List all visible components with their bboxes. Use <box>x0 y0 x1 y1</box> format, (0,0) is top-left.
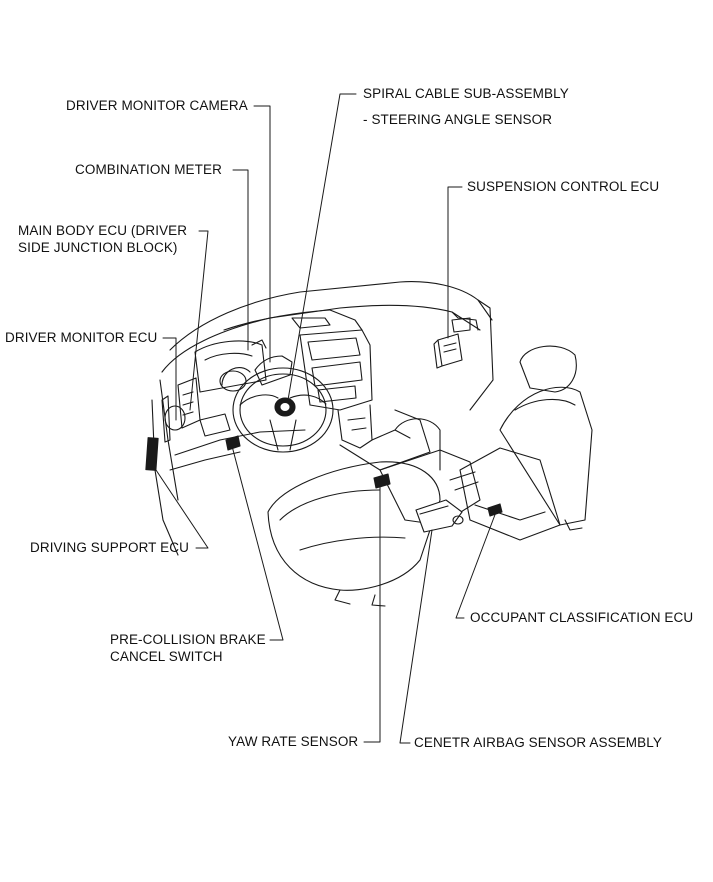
center-console <box>373 449 503 533</box>
label-driver-monitor-camera: DRIVER MONITOR CAMERA <box>66 98 248 113</box>
left-dash-components <box>145 377 241 471</box>
passenger-seat <box>394 345 593 541</box>
driver-seat <box>267 461 441 607</box>
label-main-body-ecu-line1: MAIN BODY ECU (DRIVER <box>18 223 188 238</box>
label-driver-monitor-ecu: DRIVER MONITOR ECU <box>5 330 158 345</box>
steering-wheel <box>232 355 334 453</box>
leader-lines <box>155 93 497 744</box>
suspension-ecu-box <box>433 333 463 369</box>
label-yaw-rate-sensor: YAW RATE SENSOR <box>228 734 359 749</box>
label-occupant-classification-ecu: OCCUPANT CLASSIFICATION ECU <box>470 610 694 625</box>
label-center-airbag-sensor: CENETR AIRBAG SENSOR ASSEMBLY <box>414 735 662 750</box>
label-pre-collision-line2: CANCEL SWITCH <box>110 649 223 664</box>
instrument-cluster <box>194 339 267 393</box>
label-main-body-ecu-line2: SIDE JUNCTION BLOCK) <box>18 240 178 255</box>
label-pre-collision-line1: PRE-COLLISION BRAKE <box>110 632 266 647</box>
label-combination-meter: COMBINATION METER <box>75 162 222 177</box>
label-spiral-cable-line2: - STEERING ANGLE SENSOR <box>363 112 553 127</box>
label-spiral-cable-line1: SPIRAL CABLE SUB-ASSEMBLY <box>363 86 569 101</box>
label-driving-support-ecu: DRIVING SUPPORT ECU <box>30 540 189 555</box>
center-stack <box>299 309 431 471</box>
label-suspension-control-ecu: SUSPENSION CONTROL ECU <box>467 179 660 194</box>
dashboard-outline <box>151 281 494 556</box>
